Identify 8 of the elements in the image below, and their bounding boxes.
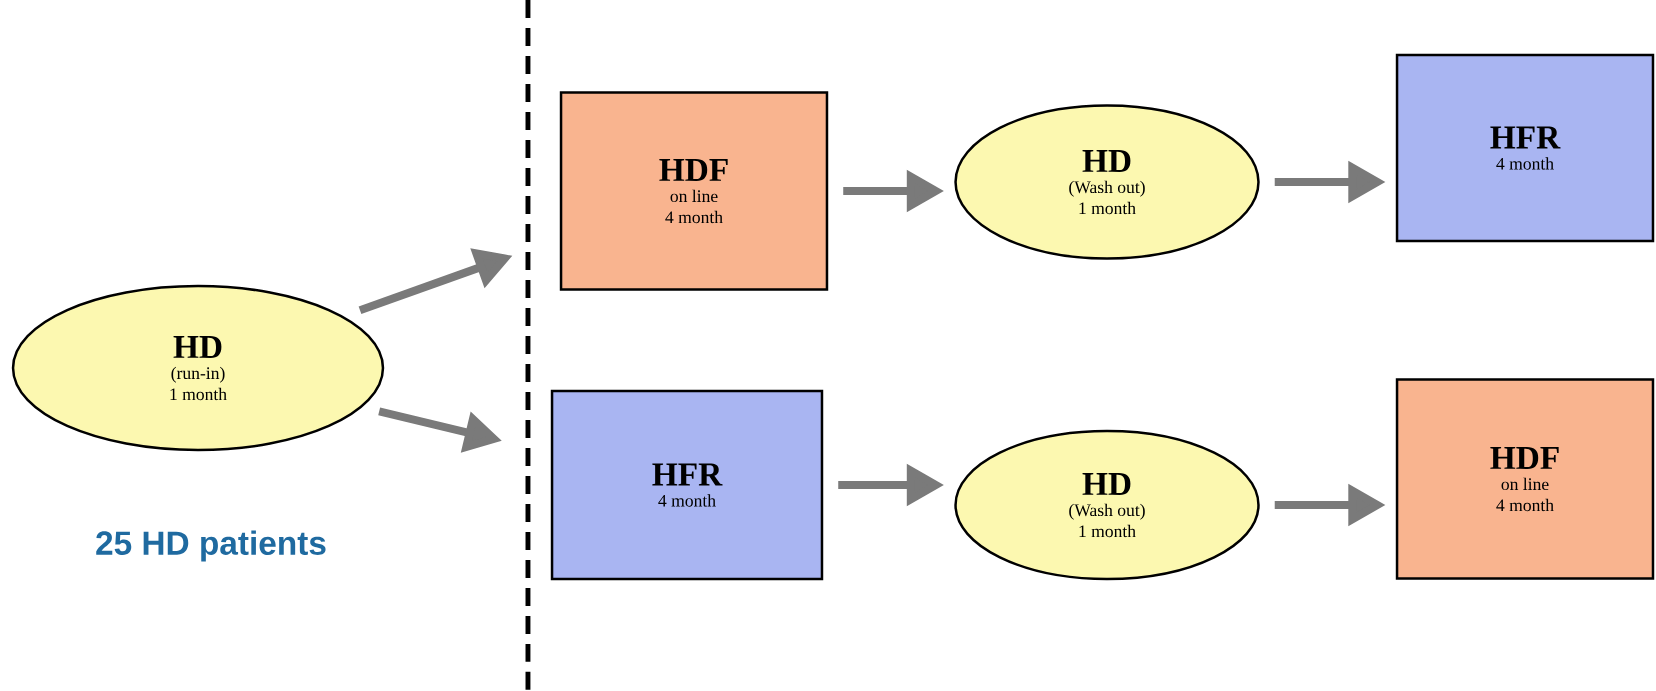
process-box: HDF on line 4 month [1395, 378, 1655, 580]
process-box: HDF on line 4 month [559, 91, 829, 291]
ellipse-node: HD (Wash out) 1 month [954, 104, 1260, 260]
ellipse-node: HD (run-in) 1 month [11, 284, 385, 452]
ellipse-node: HD (Wash out) 1 month [954, 429, 1260, 581]
process-box: HFR 4 month [550, 389, 824, 581]
process-box: HFR 4 month [1395, 53, 1655, 243]
caption-text: 25 HD patients [96, 530, 326, 562]
